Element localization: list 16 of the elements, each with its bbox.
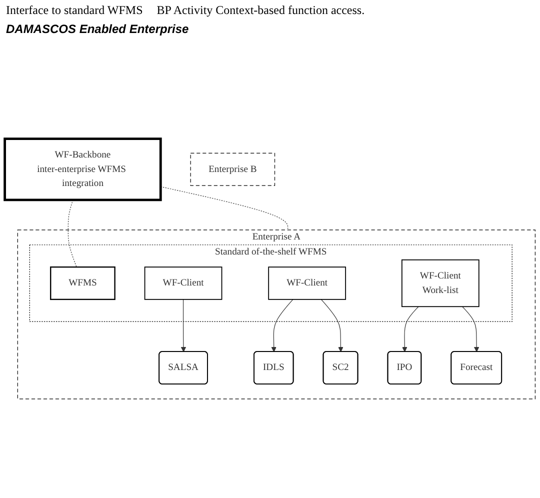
node-box: WF-Backbone inter-enterprise WFMS integration [4, 137, 162, 201]
node-box: WF-Client Work-list [401, 259, 480, 307]
slogan-text: DAMASCOS Enabled Enterprise [6, 22, 189, 36]
node-box: WFMS [50, 266, 116, 300]
node-box: WF-Client [144, 266, 222, 300]
arrow [320, 298, 344, 352]
node-box: Enterprise B [190, 152, 276, 186]
note-text: BP Activity Context-based function access. [156, 3, 365, 18]
arrow [180, 298, 186, 352]
connector [68, 199, 77, 267]
arrow [462, 306, 480, 352]
arrow [271, 298, 294, 352]
connector [160, 186, 288, 230]
note-text: Interface to standard WFMS [6, 3, 143, 18]
arrow [402, 306, 419, 352]
node-box: WF-Client [268, 266, 346, 300]
